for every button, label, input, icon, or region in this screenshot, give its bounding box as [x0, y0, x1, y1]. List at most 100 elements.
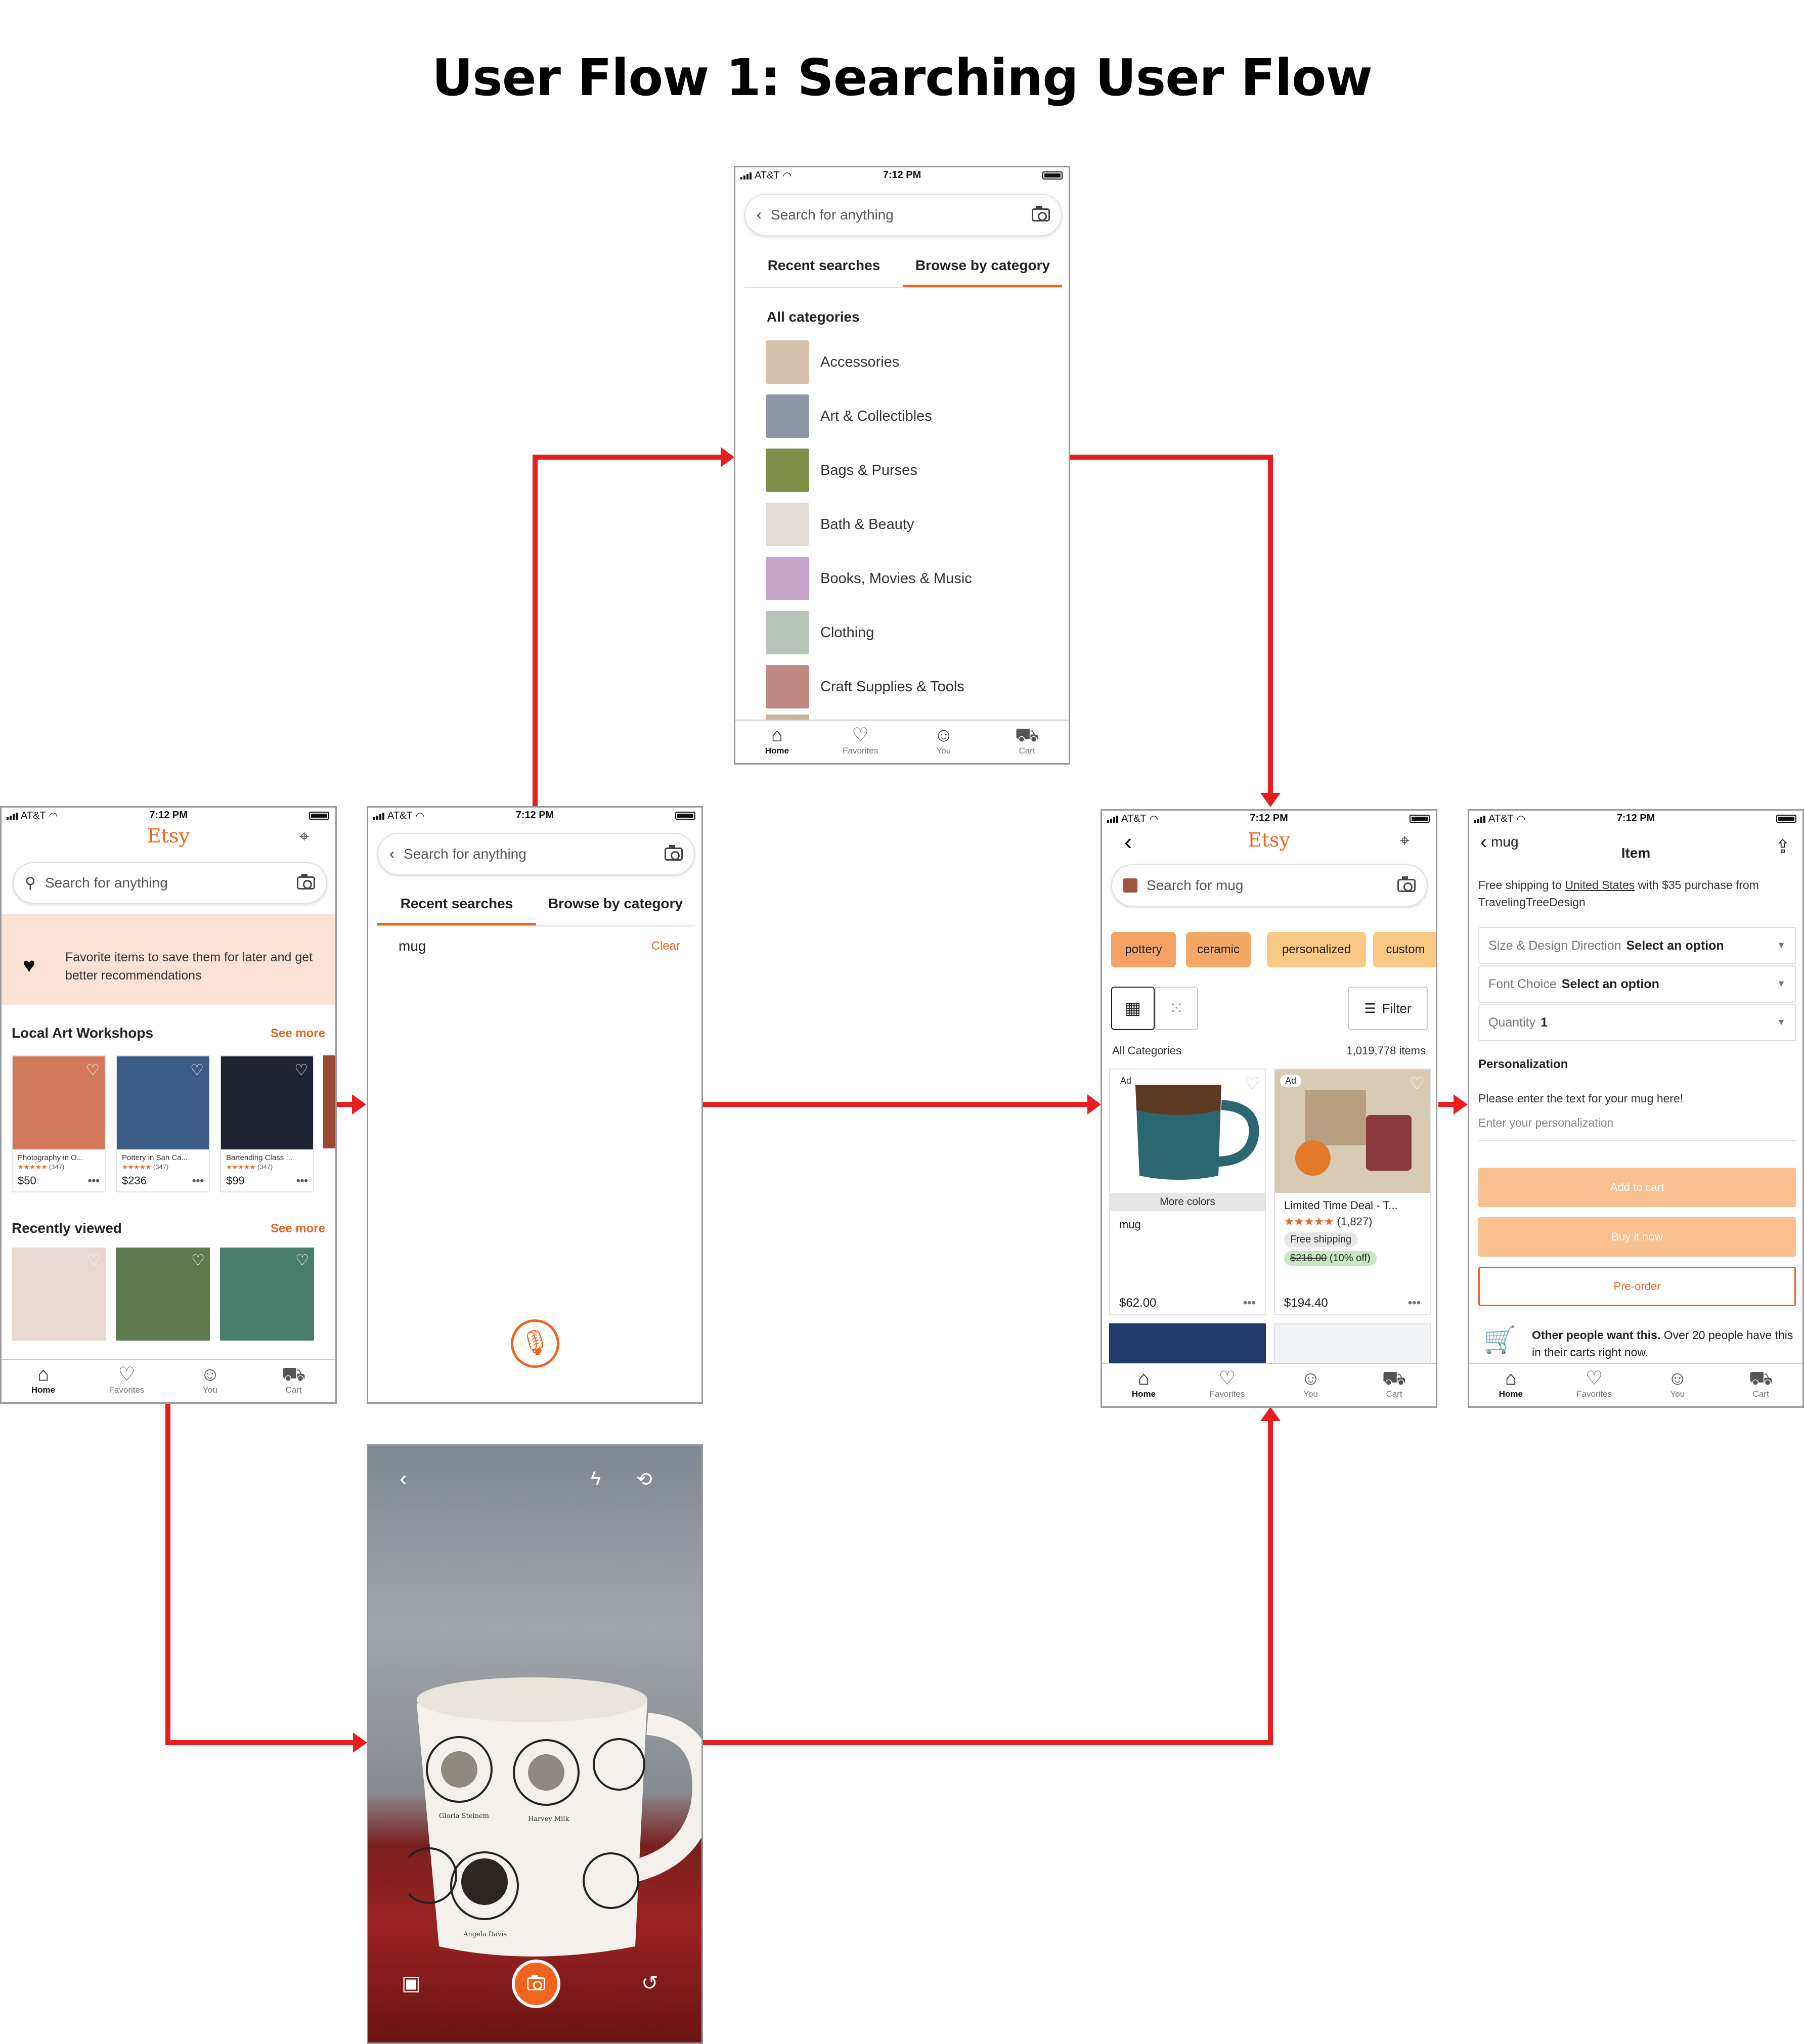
- favorite-heart-icon[interactable]: ♡: [190, 1062, 204, 1079]
- category-list-overflow: [766, 715, 809, 721]
- category-item[interactable]: Books, Movies & Music: [766, 556, 972, 601]
- large-grid-toggle[interactable]: ▦: [1111, 987, 1155, 1030]
- microphone-button[interactable]: 🎙: [511, 1319, 559, 1368]
- status-bar: AT&T◠ 7:12 PM: [2, 808, 335, 824]
- listing-price: $194.40: [1284, 1296, 1328, 1310]
- camera-search-icon[interactable]: [1032, 206, 1050, 221]
- nav-favorites[interactable]: ♡Favorites: [819, 721, 902, 763]
- nav-you[interactable]: ☺You: [168, 1360, 252, 1402]
- workshop-card[interactable]: ♡Bartending Class ...★★★★★ (347)$99•••: [220, 1055, 314, 1192]
- tab-recent-searches[interactable]: Recent searches: [377, 896, 536, 925]
- tab-browse-by-category[interactable]: Browse by category: [903, 257, 1062, 287]
- favorite-heart-icon[interactable]: ♡: [86, 1062, 100, 1079]
- back-icon[interactable]: ‹: [400, 1466, 407, 1491]
- clear-recent-button[interactable]: Clear: [651, 939, 680, 953]
- tab-browse-by-category[interactable]: Browse by category: [548, 896, 683, 911]
- personalization-input[interactable]: Enter your personalization: [1478, 1116, 1796, 1141]
- search-chip[interactable]: pottery: [1111, 932, 1176, 967]
- see-more-workshops-link[interactable]: See more: [270, 1027, 325, 1040]
- recently-viewed-item[interactable]: ♡: [220, 1248, 314, 1341]
- search-chip[interactable]: personalized: [1267, 932, 1366, 967]
- favorite-heart-icon[interactable]: ♡: [295, 1252, 309, 1269]
- nav-favorites[interactable]: ♡Favorites: [85, 1360, 168, 1402]
- search-chip[interactable]: custom: [1373, 932, 1436, 967]
- recently-viewed-item[interactable]: ♡: [12, 1248, 106, 1341]
- camera-search-icon[interactable]: [297, 874, 315, 890]
- nav-home[interactable]: ⌂Home: [1469, 1364, 1553, 1406]
- flash-icon[interactable]: ϟ: [591, 1468, 601, 1489]
- more-options-icon[interactable]: •••: [296, 1174, 308, 1187]
- nav-cart[interactable]: ⛟Cart: [1719, 1364, 1802, 1406]
- history-icon[interactable]: ↺: [641, 1972, 658, 1994]
- nav-you[interactable]: ☺You: [1269, 1364, 1352, 1406]
- result-card-deal[interactable]: Ad ♡ Limited Time Deal - T... ★★★★★ (1,8…: [1274, 1069, 1431, 1315]
- search-chip[interactable]: ceramic: [1186, 932, 1251, 967]
- favorite-heart-icon[interactable]: ♡: [294, 1062, 308, 1079]
- see-more-recent-link[interactable]: See more: [270, 1222, 325, 1235]
- back-chevron-icon[interactable]: ‹: [389, 846, 394, 862]
- search-input[interactable]: ‹ Search for anything: [744, 194, 1062, 236]
- nav-favorites[interactable]: ♡Favorites: [1185, 1364, 1269, 1406]
- back-chevron-icon[interactable]: ‹: [1124, 828, 1132, 855]
- workshop-card[interactable]: ♡Photography in O...★★★★★ (347)$50•••: [12, 1055, 106, 1192]
- personalization-title: Personalization: [1478, 1057, 1568, 1071]
- rating-stars: ★★★★★ (347): [122, 1163, 169, 1171]
- more-options-icon[interactable]: •••: [192, 1174, 204, 1187]
- back-chevron-icon[interactable]: ‹: [757, 206, 762, 223]
- workshop-image: [117, 1056, 209, 1149]
- gallery-icon[interactable]: ▣: [402, 1972, 421, 1994]
- search-input[interactable]: ⚲ Search for anything: [13, 862, 327, 904]
- pre-order-button[interactable]: Pre-order: [1478, 1267, 1796, 1306]
- nav-favorites[interactable]: ♡Favorites: [1553, 1364, 1636, 1406]
- small-grid-toggle[interactable]: ⁙: [1155, 987, 1198, 1030]
- favorite-heart-icon[interactable]: ♡: [1244, 1074, 1260, 1093]
- favorite-heart-icon[interactable]: ♡: [1409, 1074, 1425, 1093]
- more-options-icon[interactable]: •••: [87, 1174, 100, 1187]
- buy-it-now-button[interactable]: Buy it now: [1478, 1217, 1796, 1257]
- add-to-cart-button[interactable]: Add to cart: [1478, 1168, 1796, 1207]
- location-pin-icon[interactable]: ⌖: [1399, 831, 1410, 850]
- mug-image: Ad ♡: [1110, 1070, 1265, 1193]
- search-input[interactable]: Search for mug: [1111, 864, 1428, 907]
- nav-home[interactable]: ⌂Home: [735, 721, 819, 763]
- filter-button[interactable]: ☰Filter: [1348, 987, 1428, 1030]
- more-options-icon[interactable]: •••: [1407, 1296, 1421, 1310]
- favorite-heart-icon[interactable]: ♡: [191, 1252, 205, 1269]
- user-icon: ☺: [1667, 1368, 1688, 1389]
- workshop-card-overflow: [323, 1055, 335, 1148]
- category-item[interactable]: Craft Supplies & Tools: [766, 664, 964, 709]
- camera-search-icon[interactable]: [1397, 876, 1416, 892]
- category-item[interactable]: Clothing: [766, 610, 874, 655]
- category-item[interactable]: Bags & Purses: [766, 448, 917, 493]
- wifi-icon: ◠: [1516, 814, 1526, 825]
- home-icon: ⌂: [1505, 1368, 1517, 1389]
- shutter-button[interactable]: [512, 1960, 560, 2008]
- camera-search-icon[interactable]: [665, 845, 683, 861]
- shipping-country-link[interactable]: United States: [1565, 878, 1635, 892]
- nav-cart[interactable]: ⛟Cart: [985, 721, 1069, 763]
- nav-you[interactable]: ☺You: [1636, 1364, 1720, 1406]
- category-item[interactable]: Bath & Beauty: [766, 502, 914, 547]
- result-card-mug[interactable]: Ad ♡ More colors mug $62.00•••: [1109, 1069, 1266, 1315]
- nav-home[interactable]: ⌂Home: [2, 1360, 85, 1402]
- nav-you[interactable]: ☺You: [902, 721, 986, 763]
- nav-cart[interactable]: ⛟Cart: [252, 1360, 335, 1402]
- tab-recent-searches[interactable]: Recent searches: [767, 257, 881, 273]
- flip-camera-icon[interactable]: ⟲: [636, 1469, 652, 1490]
- nav-cart[interactable]: ⛟Cart: [1352, 1364, 1436, 1406]
- category-item[interactable]: Art & Collectibles: [766, 393, 932, 439]
- workshop-card[interactable]: ♡Pottery in San Ca...★★★★★ (347)$236•••: [116, 1055, 210, 1192]
- search-input[interactable]: ‹ Search for anything: [377, 833, 695, 875]
- recent-search-item[interactable]: mug: [399, 938, 426, 954]
- back-button[interactable]: ‹ mug: [1480, 831, 1519, 853]
- more-options-icon[interactable]: •••: [1243, 1296, 1256, 1310]
- favorite-heart-icon[interactable]: ♡: [87, 1252, 101, 1269]
- nav-home[interactable]: ⌂Home: [1102, 1364, 1185, 1406]
- share-icon[interactable]: ⇪: [1775, 836, 1790, 857]
- recently-viewed-item[interactable]: ♡: [116, 1248, 210, 1341]
- category-item[interactable]: Accessories: [766, 339, 899, 385]
- location-pin-icon[interactable]: ⌖: [299, 827, 309, 846]
